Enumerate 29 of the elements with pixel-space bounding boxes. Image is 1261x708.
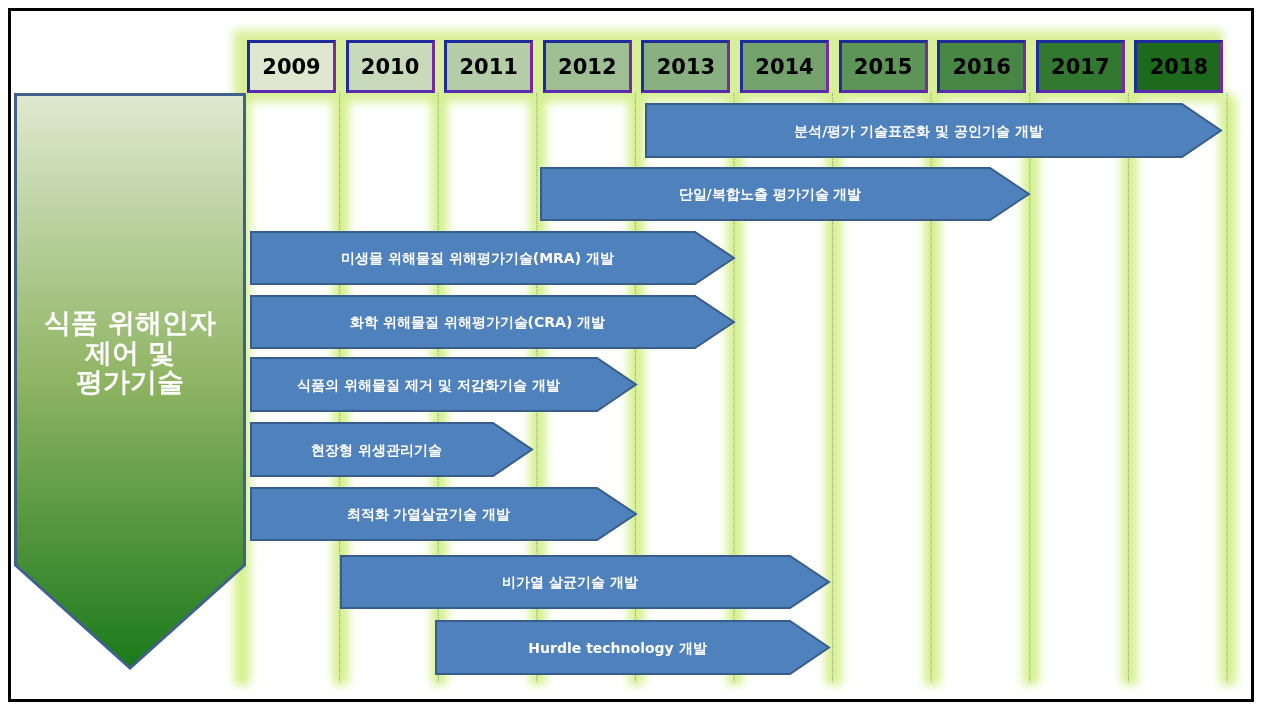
timeline-bar xyxy=(435,620,830,675)
year-header: 2017 xyxy=(1035,40,1125,93)
year-header: 2018 xyxy=(1134,40,1224,93)
task-label: 분석/평가 기술표준화 및 공인기술 개발 xyxy=(793,122,1044,139)
timeline-bar xyxy=(540,167,1030,221)
timeline-bar xyxy=(250,231,735,285)
task-label: Hurdle technology 개발 xyxy=(527,639,708,656)
task-label: 비가열 살균기술 개발 xyxy=(501,573,639,591)
task-label: 현장형 위생관리기술 xyxy=(310,441,443,458)
timeline-bar xyxy=(250,295,735,349)
timeline-bar xyxy=(250,357,637,412)
task-label: 최적화 가열살균기술 개발 xyxy=(345,505,512,523)
task-label: 식품의 위해물질 제거 및 저감화기술 개발 xyxy=(296,376,561,393)
year-header: 2013 xyxy=(641,40,731,93)
task-label: 단일/복합노출 평가기술 개발 xyxy=(677,185,863,203)
year-header: 2010 xyxy=(345,40,435,93)
category-title: 식품 위해인자 제어 및 평가기술 xyxy=(43,308,217,398)
year-header: 2011 xyxy=(444,40,534,93)
task-label: 미생물 위해물질 위해평가기술(MRA) 개발 xyxy=(340,249,615,267)
year-header: 2009 xyxy=(247,40,336,93)
year-header: 2016 xyxy=(937,40,1027,93)
year-header: 2014 xyxy=(740,40,829,93)
category-arrow xyxy=(14,93,246,670)
year-header: 2015 xyxy=(838,40,928,93)
timeline-bar xyxy=(340,555,830,609)
timeline-bar xyxy=(250,487,637,541)
task-label: 화학 위해물질 위해평가기술(CRA) 개발 xyxy=(348,313,607,331)
timeline-bar xyxy=(250,422,533,477)
year-header: 2012 xyxy=(542,40,632,93)
